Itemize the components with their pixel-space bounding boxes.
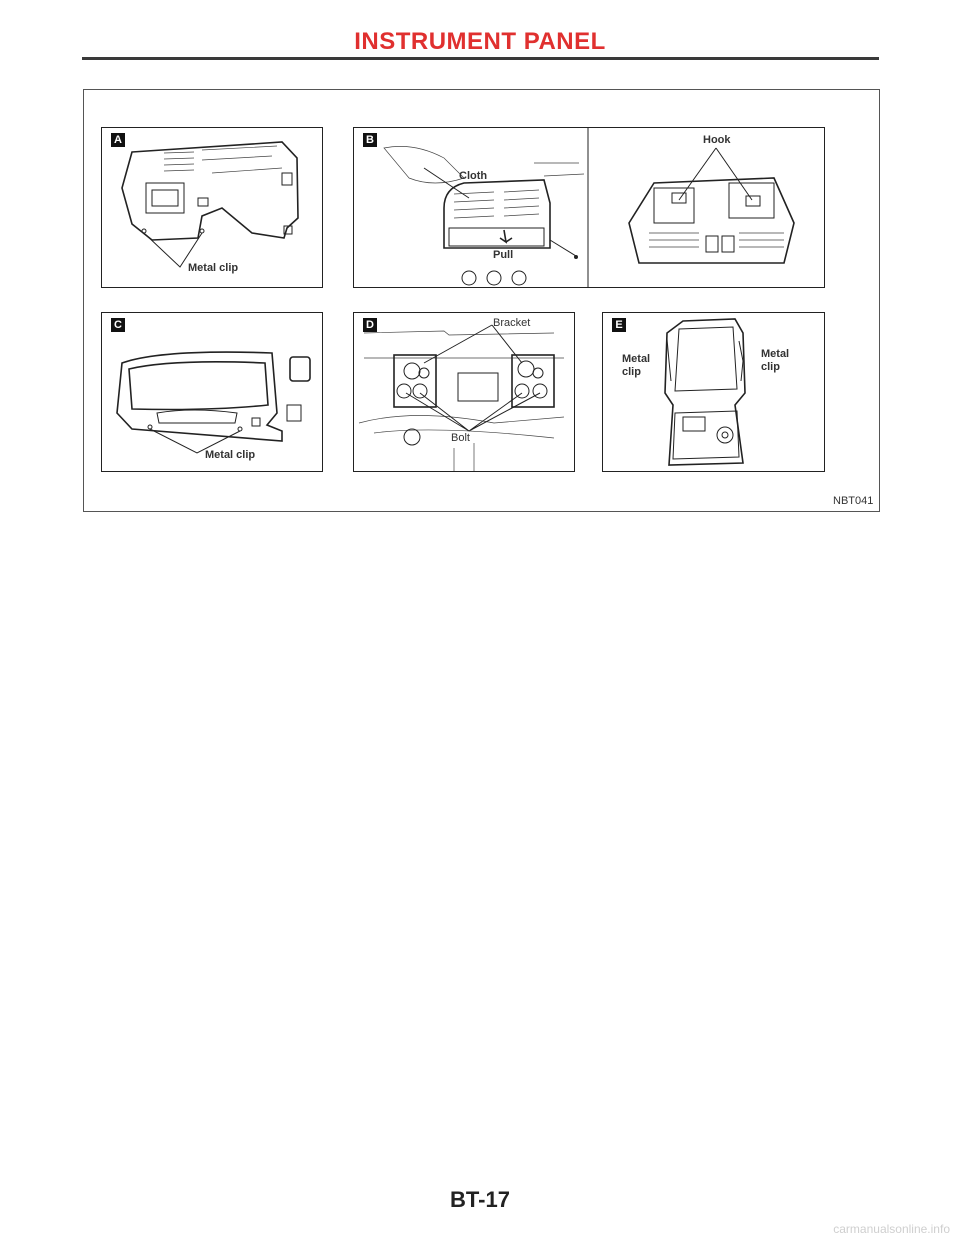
- pull-label: Pull: [493, 249, 514, 261]
- panel-b-badge: B: [363, 133, 377, 147]
- panel-c-badge: C: [111, 318, 125, 332]
- panel-d-badge: D: [363, 318, 377, 332]
- hook-label: Hook: [703, 134, 731, 146]
- panel-a-badge: A: [111, 133, 125, 147]
- panel-e: E Metal clip Metal clip: [602, 312, 825, 472]
- panel-d-illustration: [358, 324, 565, 471]
- panel-d: D Bracket Bolt: [353, 312, 575, 472]
- metal-clip-label: Metal clip: [188, 262, 239, 274]
- bolt-label: Bolt: [451, 432, 470, 444]
- page-number: BT-17: [450, 1187, 510, 1212]
- panel-b-illustration: [383, 128, 795, 287]
- panel-a: A Metal clip: [101, 127, 323, 288]
- panel-c-illustration: [116, 351, 311, 454]
- panel-c: C Metal clip: [101, 312, 323, 472]
- figure-code: NBT041: [833, 495, 874, 507]
- header-divider: [82, 57, 879, 60]
- figure-frame: [83, 89, 880, 512]
- panel-a-illustration: [121, 141, 299, 268]
- watermark: carmanualsonline.info: [833, 1222, 950, 1236]
- metal-clip-label-right: Metal clip: [761, 348, 790, 373]
- metal-clip-label-left: Metal clip: [622, 353, 651, 378]
- bracket-label: Bracket: [493, 317, 531, 329]
- panel-b: B Cloth Pull Hook: [353, 127, 825, 288]
- panel-e-badge: E: [612, 318, 626, 332]
- metal-clip-label: Metal clip: [205, 449, 256, 461]
- panel-e-illustration: [664, 318, 746, 466]
- cloth-label: Cloth: [459, 170, 488, 182]
- page-title: INSTRUMENT PANEL: [354, 28, 606, 55]
